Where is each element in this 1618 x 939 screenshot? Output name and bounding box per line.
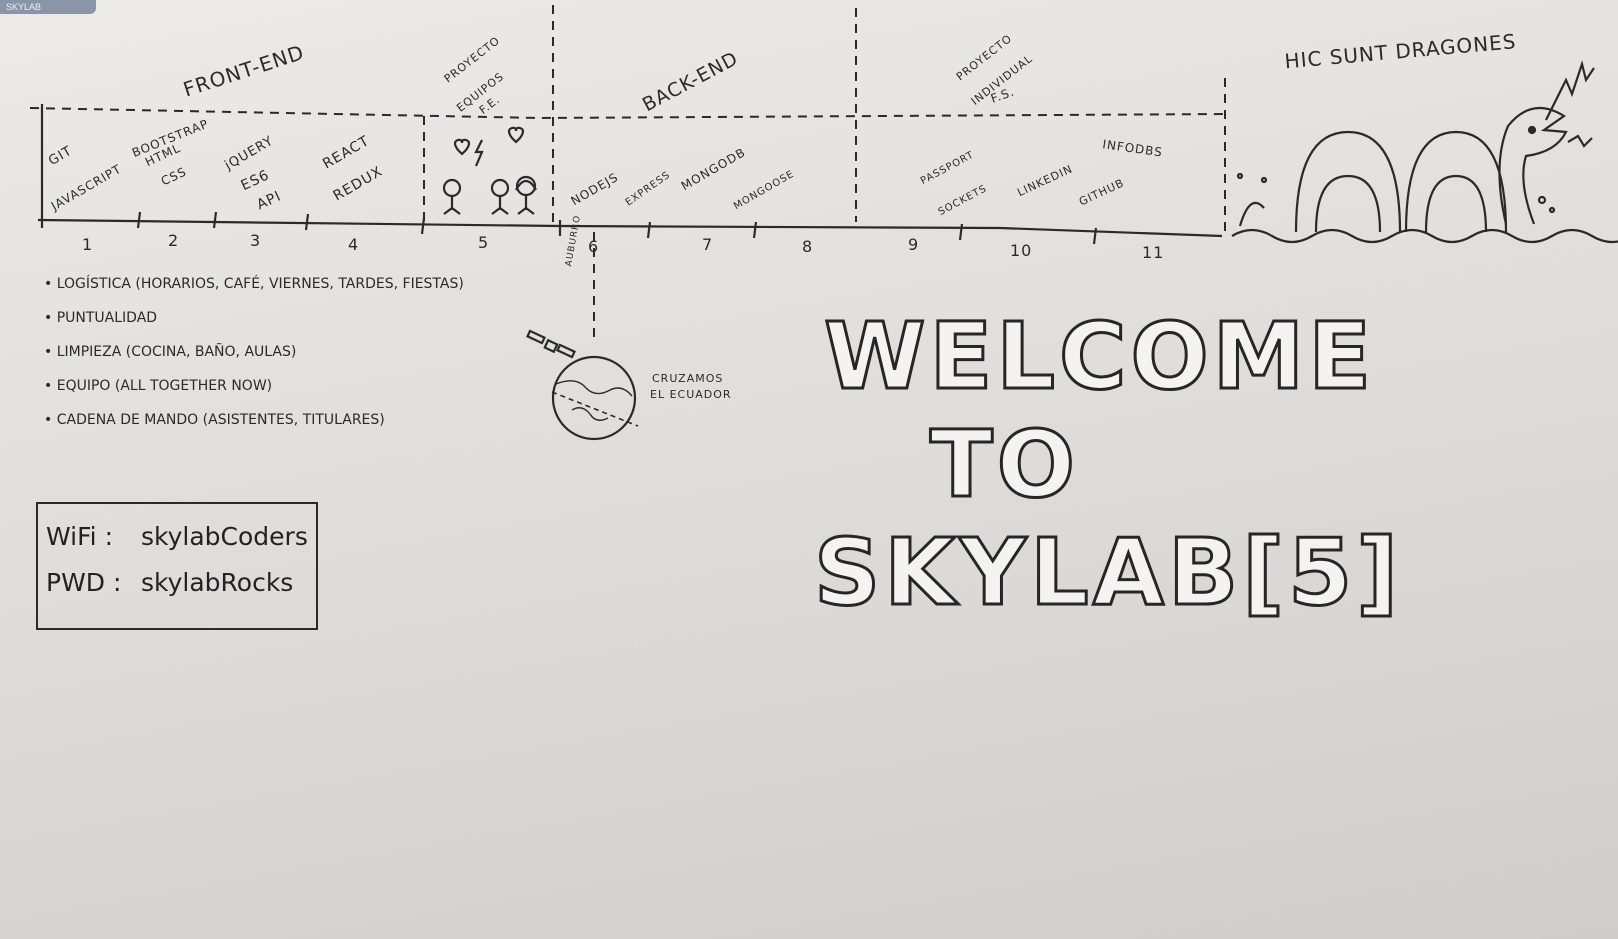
topic-javascript: JAVASCRIPT — [48, 162, 124, 214]
topic-linkedin: LINKEDIN — [1015, 162, 1075, 199]
topic-mongodb: MONGODB — [679, 145, 748, 193]
list-item: EQUIPO (ALL TOGETHER NOW) — [44, 374, 564, 408]
timeline-ticks — [136, 211, 1098, 245]
pwd-row: PWD : skylabRocks — [46, 568, 293, 597]
topic-api: API — [254, 188, 284, 213]
topic-git: GIT — [46, 144, 75, 169]
topic-nodejs: NODEJS — [568, 170, 620, 208]
welcome-line1: WELCOME — [824, 303, 1375, 410]
topic-react: REACT — [320, 133, 372, 172]
list-item: CADENA DE MANDO (ASISTENTES, TITULARES) — [44, 408, 564, 442]
globe-icon — [551, 355, 639, 441]
list-item: LIMPIEZA (COCINA, BAÑO, AULAS) — [44, 340, 564, 374]
pwd-label: PWD : — [46, 568, 122, 597]
timeline-axis — [37, 218, 1223, 238]
equator-note-line1: CRUZAMOS — [652, 372, 723, 385]
week-3: 3 — [250, 231, 261, 250]
week-4: 4 — [348, 235, 359, 254]
topic-css: CSS — [159, 164, 189, 188]
wifi-box: WiFi : skylabCoders PWD : skylabRocks — [36, 502, 318, 630]
topic-passport: PASSPORT — [919, 149, 976, 186]
timeline-top-dashed-line — [29, 107, 1226, 120]
list-item: LOGÍSTICA (HORARIOS, CAFÉ, VIERNES, TARD… — [44, 272, 564, 306]
wifi-row: WiFi : skylabCoders — [46, 522, 308, 551]
badge-label: SKYLAB — [6, 2, 42, 12]
week-2: 2 — [168, 231, 179, 250]
hic-sunt-dragones: HIC SUNT DRAGONES — [1284, 29, 1518, 73]
topic-infodbs: INFODBS — [1102, 137, 1164, 159]
rules-list: LOGÍSTICA (HORARIOS, CAFÉ, VIERNES, TARD… — [44, 272, 564, 442]
week-10: 10 — [1010, 241, 1032, 260]
sea-dragon-icon — [1231, 60, 1618, 244]
list-item: PUNTUALIDAD — [44, 306, 564, 340]
week-numbers: 1 2 3 4 5 6 7 8 9 10 11 — [82, 231, 1164, 262]
week-7: 7 — [702, 235, 713, 254]
topic-sockets: SOCKETS — [937, 183, 989, 218]
topic-redux: REDUX — [331, 163, 386, 204]
topic-jquery: jQUERY — [222, 134, 277, 174]
back-end-title: BACK-END — [639, 47, 742, 116]
skylab-badge: SKYLAB — [0, 0, 96, 14]
welcome-line3: SKYLAB[5] — [814, 519, 1402, 626]
pwd-value: skylabRocks — [141, 568, 294, 597]
wifi-value: skylabCoders — [141, 522, 308, 551]
week-8: 8 — [802, 237, 813, 256]
welcome-line2: TO — [930, 411, 1079, 518]
milestone-label: AUBURRO — [564, 214, 583, 267]
equator-note-line2: EL ECUADOR — [650, 388, 732, 401]
week-5: 5 — [478, 233, 489, 252]
topic-mongoose: MONGOOSE — [732, 169, 797, 213]
topic-es6: ES6 — [239, 167, 273, 194]
week-9: 9 — [908, 235, 919, 254]
week-6: 6 — [588, 237, 599, 256]
topic-express: EXPRESS — [624, 170, 673, 209]
front-end-title: FRONT-END — [180, 40, 307, 102]
week-11: 11 — [1142, 243, 1164, 262]
week-1: 1 — [82, 235, 93, 254]
topic-github: GITHUB — [1077, 176, 1126, 208]
wifi-label: WiFi : — [46, 522, 113, 551]
team-doodles — [442, 126, 537, 215]
